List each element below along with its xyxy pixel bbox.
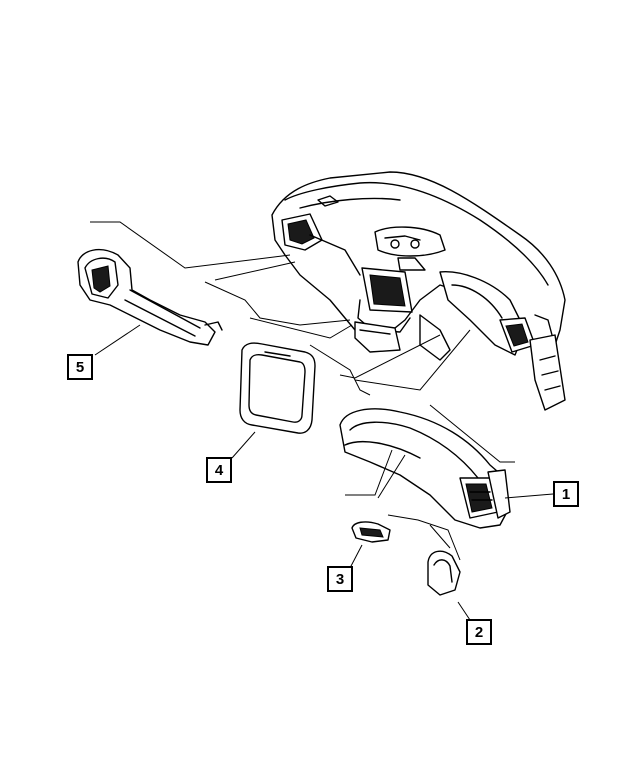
callout-4-label: 4 <box>215 462 224 479</box>
callout-3-label: 3 <box>336 571 344 588</box>
part-3-switch-bezel <box>351 521 391 543</box>
callout-5-label: 5 <box>76 359 84 376</box>
callout-2-label: 2 <box>475 624 483 641</box>
instrument-panel-assembly <box>271 171 566 411</box>
callout-1: 1 <box>553 481 579 507</box>
callout-5: 5 <box>67 354 93 380</box>
callout-4: 4 <box>206 457 232 483</box>
callout-1-label: 1 <box>562 486 570 503</box>
leader-lines <box>90 221 554 621</box>
part-4-center-display-bezel <box>239 342 316 434</box>
callout-2: 2 <box>466 619 492 645</box>
callout-3: 3 <box>327 566 353 592</box>
part-5-left-vent-bezel <box>77 248 223 346</box>
part-2-end-cap <box>427 550 461 596</box>
part-1-cluster-bezel <box>339 408 511 529</box>
